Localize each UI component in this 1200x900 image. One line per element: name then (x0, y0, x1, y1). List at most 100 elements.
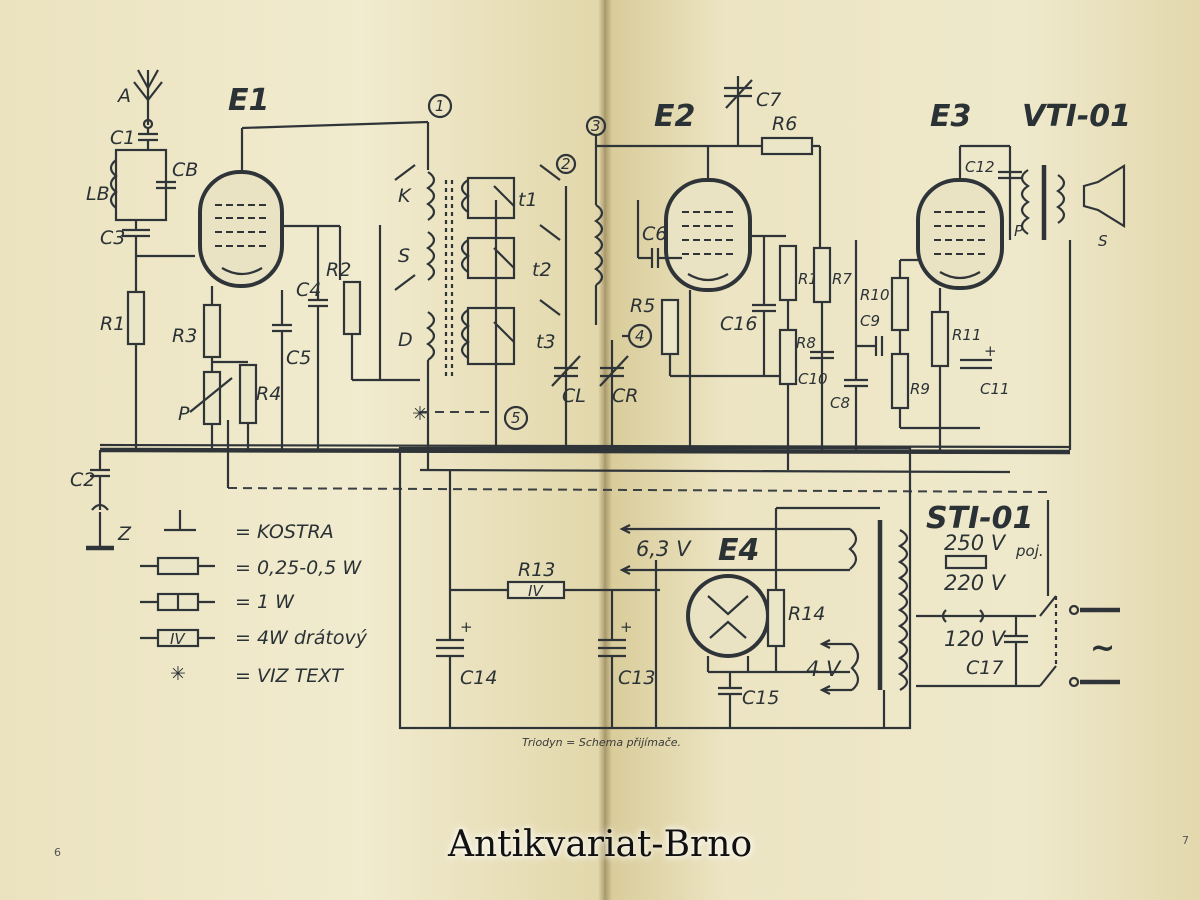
legend-kostra: = KOSTRA (235, 521, 334, 543)
svg-text:2: 2 (561, 155, 571, 173)
c9-label: C9 (860, 312, 880, 330)
legend-resistor-small (140, 556, 215, 576)
sti-label: STI-01 (926, 501, 1033, 536)
d-label: D (398, 329, 413, 351)
r10-label: R10 (860, 286, 890, 304)
tube-e2 (664, 178, 752, 292)
c7-label: C7 (756, 89, 781, 111)
c14-label: C14 (460, 667, 497, 689)
node-2 (555, 153, 577, 175)
svg-text:IV: IV (528, 582, 544, 600)
legend-kostra-symbol (164, 510, 196, 532)
vti-p-label: P (1014, 222, 1024, 240)
e1-label: E1 (228, 83, 269, 118)
lb-label: LB (86, 183, 110, 205)
legend-viz-symbol: ✳ (170, 663, 186, 685)
legend-resistor-4w: IV (140, 628, 215, 648)
e4-label: E4 (718, 533, 759, 568)
fuse-icon (944, 554, 988, 570)
s-label: S (398, 245, 410, 267)
figure-caption: Triodyn = Schema přijímače. (522, 736, 682, 749)
speaker-icon (1082, 164, 1126, 228)
c1-label: C1 (110, 127, 135, 149)
tube-e3 (916, 178, 1004, 290)
antenna-label: A (116, 85, 131, 107)
svg-text:+: + (460, 618, 473, 636)
node-3 (585, 115, 607, 137)
page-number-right: 7 (1182, 834, 1189, 847)
c15-label: C15 (742, 687, 779, 709)
coil-lb (109, 159, 118, 209)
c11-label: C11 (980, 380, 1010, 398)
fuse-label: poj. (1015, 542, 1044, 560)
coil-s (426, 231, 436, 281)
heater-voltage: 6,3 V (636, 537, 692, 561)
e3-label: E3 (930, 99, 971, 134)
resistor-r1 (126, 290, 146, 346)
r3-label: R3 (172, 325, 197, 347)
legend-viz-text: = VIZ TEXT (235, 665, 344, 687)
resistor-r6 (760, 136, 814, 156)
r6-label: R6 (772, 113, 797, 135)
viz-text-mark: ✳ (412, 403, 428, 425)
resistor-r9 (890, 352, 910, 410)
c5-label: C5 (286, 347, 311, 369)
c3-label: C3 (100, 227, 125, 249)
legend-1w: = 1 W (235, 591, 295, 613)
page-number-left: 6 (54, 846, 61, 859)
node-1 (427, 93, 453, 119)
r2-label: R2 (326, 259, 351, 281)
antenna (133, 69, 163, 130)
svg-text:1: 1 (435, 97, 445, 115)
r13-label: R13 (518, 559, 555, 581)
screen-dashed-line (227, 487, 1051, 493)
svg-text:IV: IV (170, 630, 186, 648)
node-5 (503, 405, 529, 431)
resistor-r11 (930, 310, 950, 368)
resistor-r4 (238, 363, 258, 425)
resistor-r12 (778, 244, 798, 302)
ground-bus-inner (99, 443, 1071, 449)
t1-label: t1 (518, 189, 538, 211)
plus-sign: + (984, 342, 997, 360)
c12-label: C12 (965, 158, 995, 176)
resistor-r5 (660, 298, 680, 356)
cl-label: CL (562, 385, 586, 407)
svg-text:5: 5 (511, 409, 521, 427)
p-label: P (178, 403, 190, 425)
r8-label: R8 (796, 334, 816, 352)
resistor-r7 (812, 246, 832, 304)
r11-label: R11 (952, 326, 982, 344)
t2-label: t2 (532, 259, 552, 281)
tap-250: 250 V (944, 531, 1007, 555)
coil-d (426, 311, 436, 361)
low-voltage: 4 V (806, 657, 842, 681)
c10-label: C10 (798, 370, 828, 388)
k-label: K (398, 185, 412, 207)
capacitor-c1 (138, 128, 158, 150)
r5-label: R5 (630, 295, 655, 317)
r7-label: R7 (832, 270, 852, 288)
ground-bus (99, 447, 1071, 455)
legend-resistor-1w (140, 592, 215, 612)
legend-4w: = 4W drátový (235, 627, 368, 649)
cr-label: CR (612, 385, 638, 407)
c4-label: C4 (296, 279, 321, 301)
coil-k (426, 171, 436, 221)
coil-oscillator (594, 204, 604, 286)
ground-connector (91, 503, 109, 511)
vti-secondary (1056, 174, 1066, 224)
resistor-r10 (890, 276, 910, 332)
e1-plate-lead (241, 120, 429, 130)
resistor-r3 (202, 303, 222, 359)
e2-label: E2 (654, 99, 695, 134)
tube-e4-rectifier (686, 574, 770, 658)
resistor-r8 (778, 328, 798, 386)
vti-label: VTI-01 (1022, 99, 1131, 134)
vti-s-label: S (1098, 232, 1108, 250)
legend-025w: = 0,25-0,5 W (235, 557, 362, 579)
tube-e1 (198, 170, 284, 288)
svg-text:+: + (620, 618, 633, 636)
